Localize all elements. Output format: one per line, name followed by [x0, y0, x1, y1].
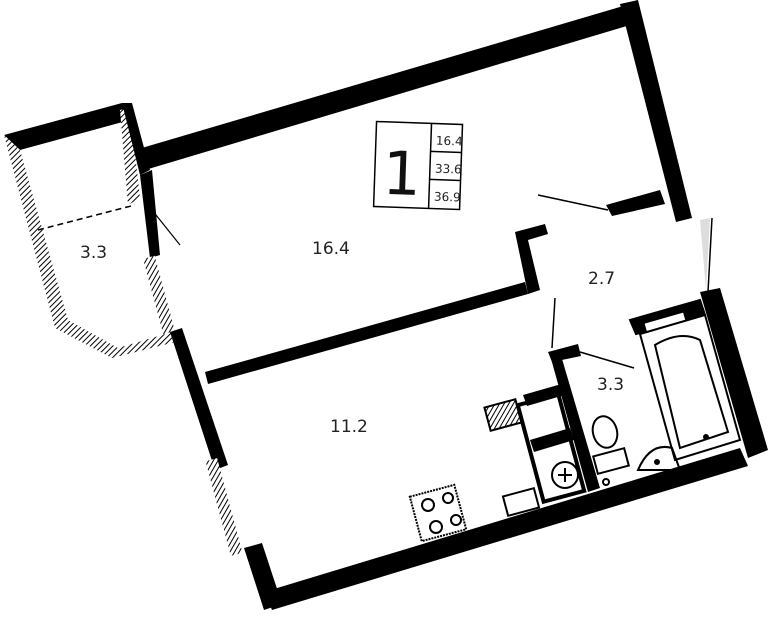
balcony-area-label: 3.3: [80, 243, 107, 263]
bathroom-fixtures: [591, 415, 682, 486]
living-area-total: 33.6: [435, 162, 462, 177]
rooms-count: 1: [382, 139, 423, 210]
living-room-area-label: 16.4: [312, 239, 350, 259]
balcony: [4, 103, 181, 358]
walls: [122, 0, 768, 610]
hallway-area-label: 2.7: [588, 269, 615, 289]
bathtub: [628, 298, 742, 462]
apartment-summary-box: 1 16.4 33.6 36.9: [372, 120, 464, 211]
doors: [537, 194, 713, 369]
living-area: 16.4: [436, 134, 463, 149]
total-area: 36.9: [434, 190, 461, 205]
kitchen-appliances: [408, 391, 587, 543]
kitchen-area-label: 11.2: [330, 417, 368, 437]
bathroom-area-label: 3.3: [597, 375, 624, 395]
